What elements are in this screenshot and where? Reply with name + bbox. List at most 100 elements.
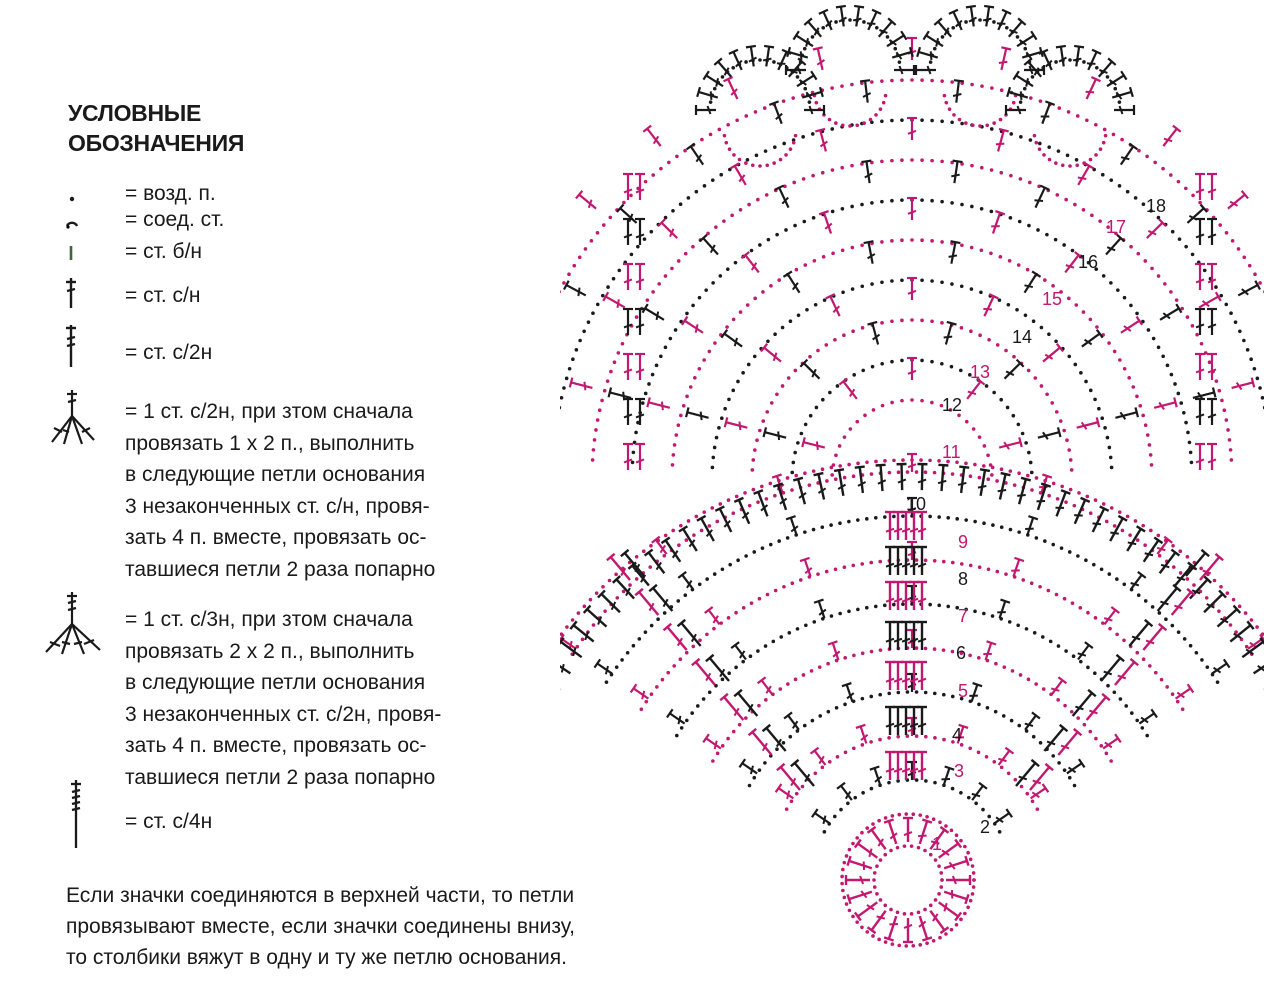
chain-dot: [916, 845, 921, 850]
chain-dot: [595, 231, 600, 235]
chain-dot: [987, 814, 992, 819]
stitch-symbol: [983, 640, 997, 661]
chain-dot: [659, 166, 663, 171]
stitch-symbol: [747, 727, 773, 756]
chain-dot: [969, 329, 973, 334]
chain-dot: [979, 248, 984, 253]
chain-dot: [887, 780, 891, 785]
chain-dot: [567, 366, 572, 371]
chain-dot: [1149, 208, 1153, 213]
chain-dot: [1046, 588, 1051, 593]
chain-dot: [824, 569, 829, 574]
stitch-symbol: [885, 545, 895, 575]
chain-dot: [1038, 740, 1043, 745]
chain-dot: [868, 117, 873, 122]
chain-dot: [968, 563, 973, 568]
chain-dot: [946, 604, 951, 609]
chain-dot: [700, 137, 704, 142]
chain-dot: [560, 290, 561, 294]
chain-dot: [686, 519, 691, 523]
chain-dot: [990, 614, 995, 618]
chain-dot: [1141, 319, 1145, 324]
chain-dot: [691, 644, 696, 649]
chain-dot: [890, 814, 895, 818]
chain-dot: [992, 390, 996, 395]
chain-dot: [1005, 405, 1010, 410]
chain-dot: [794, 791, 799, 796]
chain-dot: [933, 858, 938, 862]
chain-dot: [1101, 621, 1105, 625]
stitch-symbol: [635, 262, 645, 290]
chain-dot: [794, 473, 798, 478]
stitch-symbol: [991, 210, 1006, 234]
chain-dot: [1006, 771, 1011, 776]
stitch-symbol: [784, 65, 806, 75]
chain-dot: [1018, 100, 1023, 104]
stitch-symbol: [917, 660, 927, 690]
chain-dot: [890, 158, 894, 163]
chain-dot: [950, 80, 954, 84]
chain-dot: [1219, 584, 1223, 589]
chain-dot: [1131, 385, 1136, 389]
chain-dot: [977, 656, 981, 660]
chain-dot: [892, 602, 896, 607]
chain-dot: [914, 470, 919, 474]
chain-dot: [751, 458, 756, 462]
chain-dot: [678, 657, 683, 662]
chain-dot: [726, 122, 730, 127]
chain-dot: [1059, 290, 1063, 294]
stitch-symbol: [634, 587, 660, 616]
legend-text-quadruple: = ст. с/4н: [125, 810, 213, 833]
chain-dot: [916, 910, 921, 915]
chain-dot: [747, 503, 752, 508]
chain-dot: [900, 198, 904, 202]
stitch-symbol: [1011, 556, 1025, 577]
chain-dot: [910, 158, 914, 162]
chain-dot: [1057, 761, 1061, 765]
chain-dot: [951, 740, 955, 744]
chain-dot: [850, 163, 854, 168]
chain-dot: [802, 219, 807, 224]
chain-dot: [717, 426, 721, 430]
chain-dot: [883, 816, 888, 820]
chain-dot: [930, 158, 934, 163]
stitch-symbol: [896, 462, 907, 491]
chain-dot: [822, 298, 827, 302]
chain-dot: [834, 121, 838, 125]
chain-dot: [930, 239, 934, 243]
chain-dot: [1026, 677, 1031, 682]
chain-dot: [1093, 397, 1097, 402]
chain-dot: [880, 403, 885, 408]
chain-dot: [1039, 384, 1044, 388]
stitch-symbol: [852, 4, 865, 27]
stitch-symbol: [648, 583, 674, 612]
chain-dot: [973, 462, 977, 467]
chain-dot: [966, 905, 970, 910]
chain-dot: [930, 319, 934, 324]
stitch-symbol: [1106, 70, 1128, 88]
chain-dot: [923, 690, 928, 695]
stitch-symbol: [893, 750, 903, 780]
chain-dot: [1043, 539, 1047, 543]
chain-dot: [1074, 303, 1079, 307]
chain-dot: [772, 60, 776, 64]
chain-dot: [883, 93, 888, 98]
chain-dot: [977, 565, 982, 570]
chain-dot: [1082, 60, 1086, 64]
chain-dot: [920, 278, 924, 283]
chain-dot: [756, 500, 760, 504]
stitch-symbol: [803, 17, 823, 38]
chain-dot: [807, 100, 812, 104]
chain-dot: [811, 527, 816, 532]
chain-dot: [591, 311, 595, 316]
chain-dot: [977, 435, 982, 439]
chain-dot: [778, 157, 783, 162]
chain-dot: [801, 673, 806, 677]
chain-dot: [890, 239, 894, 243]
stitch-symbol: [713, 57, 733, 78]
chain-dot: [1016, 623, 1020, 628]
chain-dot: [1045, 392, 1049, 397]
chain-dot: [779, 635, 784, 639]
chain-dot: [708, 132, 713, 137]
chain-dot: [1217, 388, 1222, 393]
